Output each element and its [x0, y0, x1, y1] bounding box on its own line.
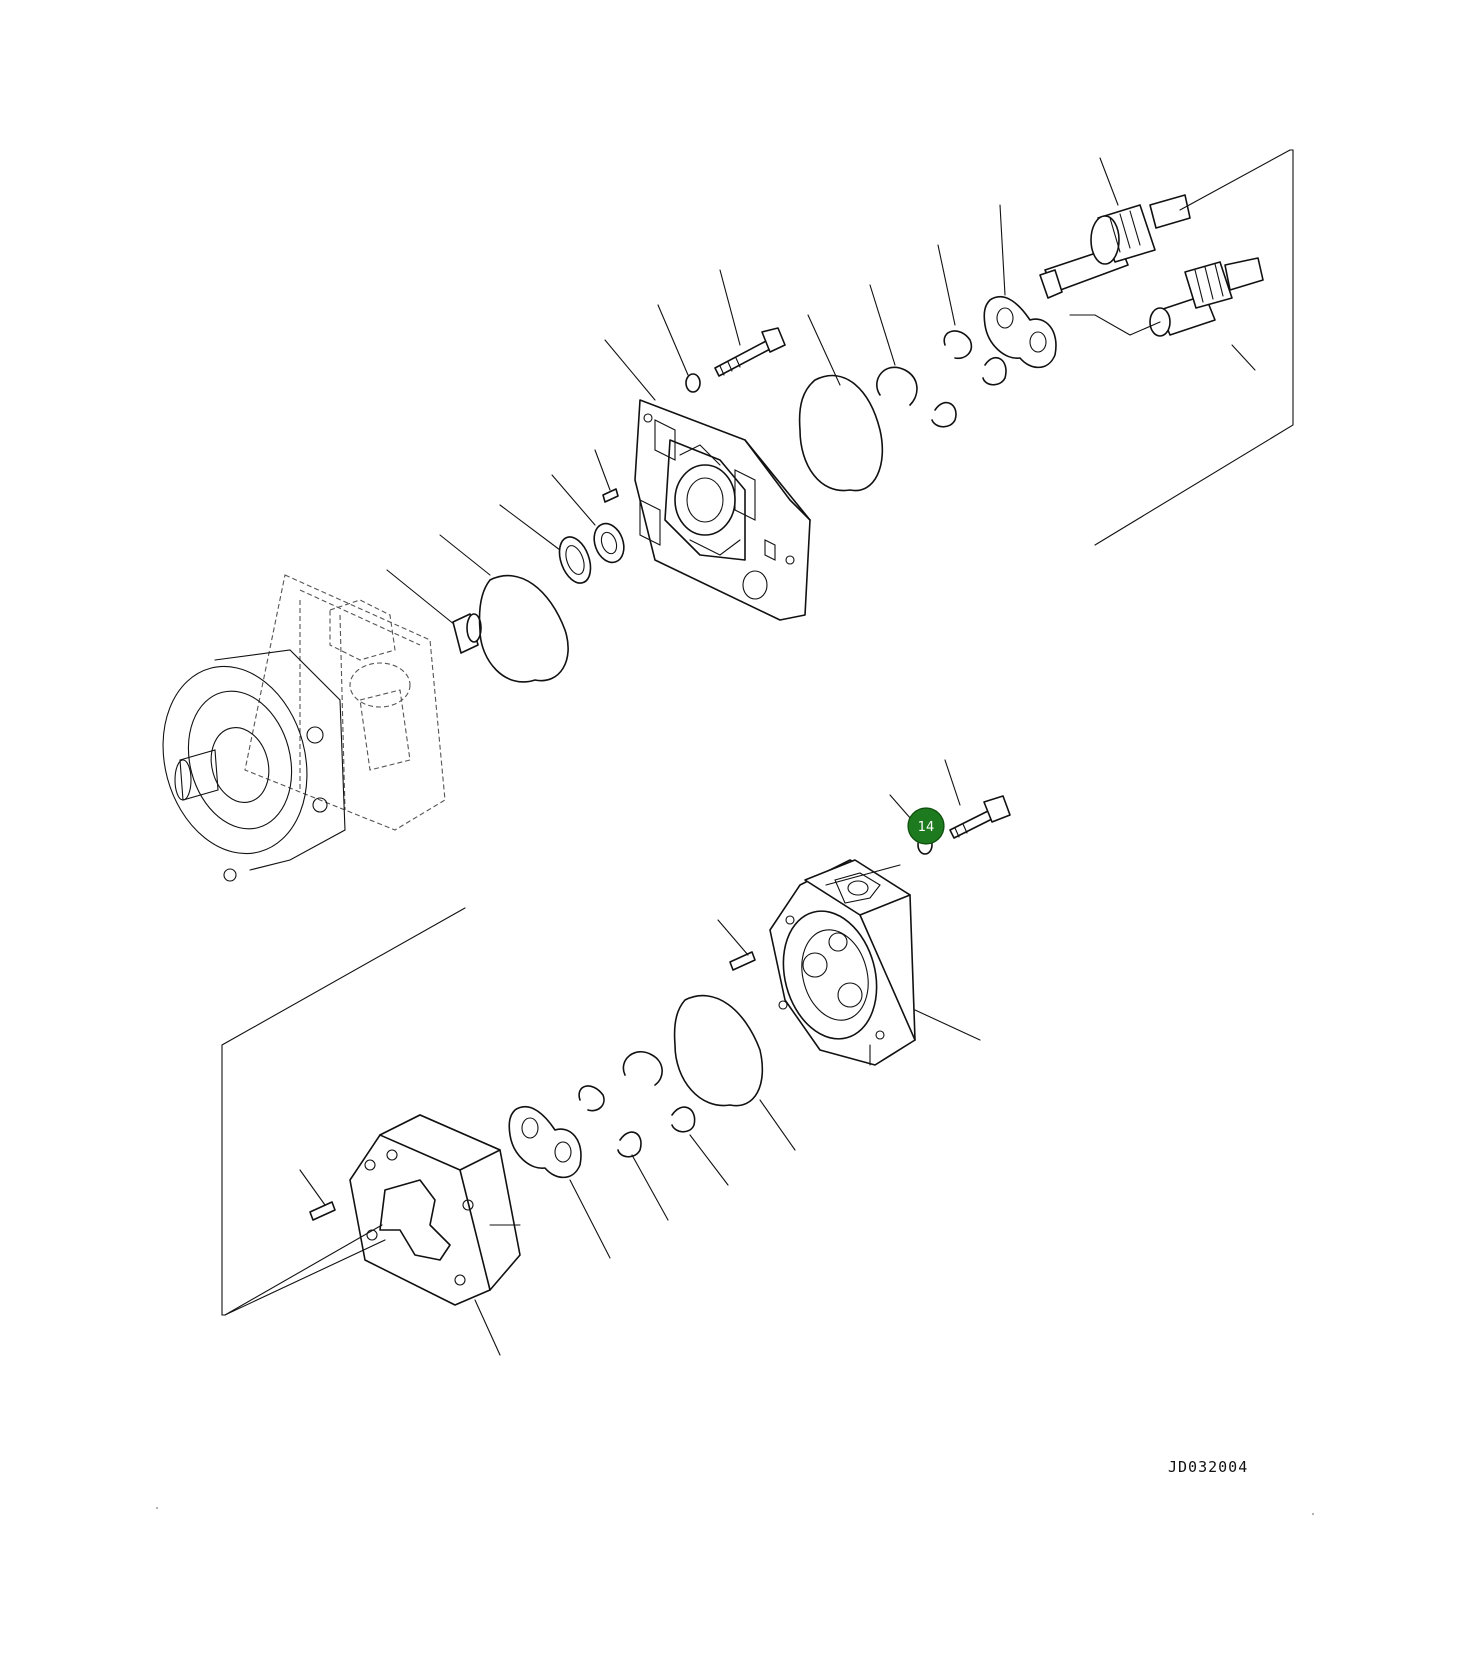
seal-clip-2 [931, 401, 957, 428]
o-ring-left [478, 574, 569, 683]
dowel-pin-lower-1 [729, 951, 756, 971]
dowel-pin-upper [602, 488, 619, 503]
wear-plate-upper [983, 296, 1057, 369]
seal-clip-5 [622, 1051, 663, 1086]
bolt-lower [949, 795, 1011, 839]
dowel-pin-lower-2 [309, 1201, 336, 1221]
bearing [558, 536, 592, 584]
drawing-code: JD032004 [1168, 1458, 1249, 1476]
seal-clip-3 [943, 330, 973, 360]
washer [593, 522, 625, 564]
seal-clip-4 [982, 356, 1007, 386]
pump-assembly-outline [162, 574, 446, 882]
upper-group-bracket [1094, 149, 1294, 546]
drive-gear-shaft [1039, 194, 1191, 299]
seal-clip-1 [876, 366, 918, 406]
scan-dot-left [156, 1507, 158, 1509]
o-ring-lower [673, 994, 764, 1107]
lower-group-bracket [221, 907, 466, 1316]
seal-clip-7 [578, 1085, 605, 1112]
scan-dot-right [1312, 1513, 1314, 1515]
rear-cover-housing [769, 859, 916, 1066]
wear-plate-lower [508, 1106, 582, 1179]
bushing [452, 613, 482, 654]
gear-housing [349, 1114, 521, 1306]
bolt-upper [714, 327, 786, 377]
seal-clip-6 [671, 1106, 696, 1133]
seal-clip-8 [617, 1131, 642, 1158]
driven-gear-shaft [1149, 257, 1264, 337]
callout-14-label: 14 [918, 820, 935, 835]
front-cover-plate [634, 399, 811, 621]
lock-washer-upper [685, 373, 701, 393]
o-ring-upper [798, 374, 884, 492]
callout-14[interactable]: 14 [907, 807, 945, 845]
